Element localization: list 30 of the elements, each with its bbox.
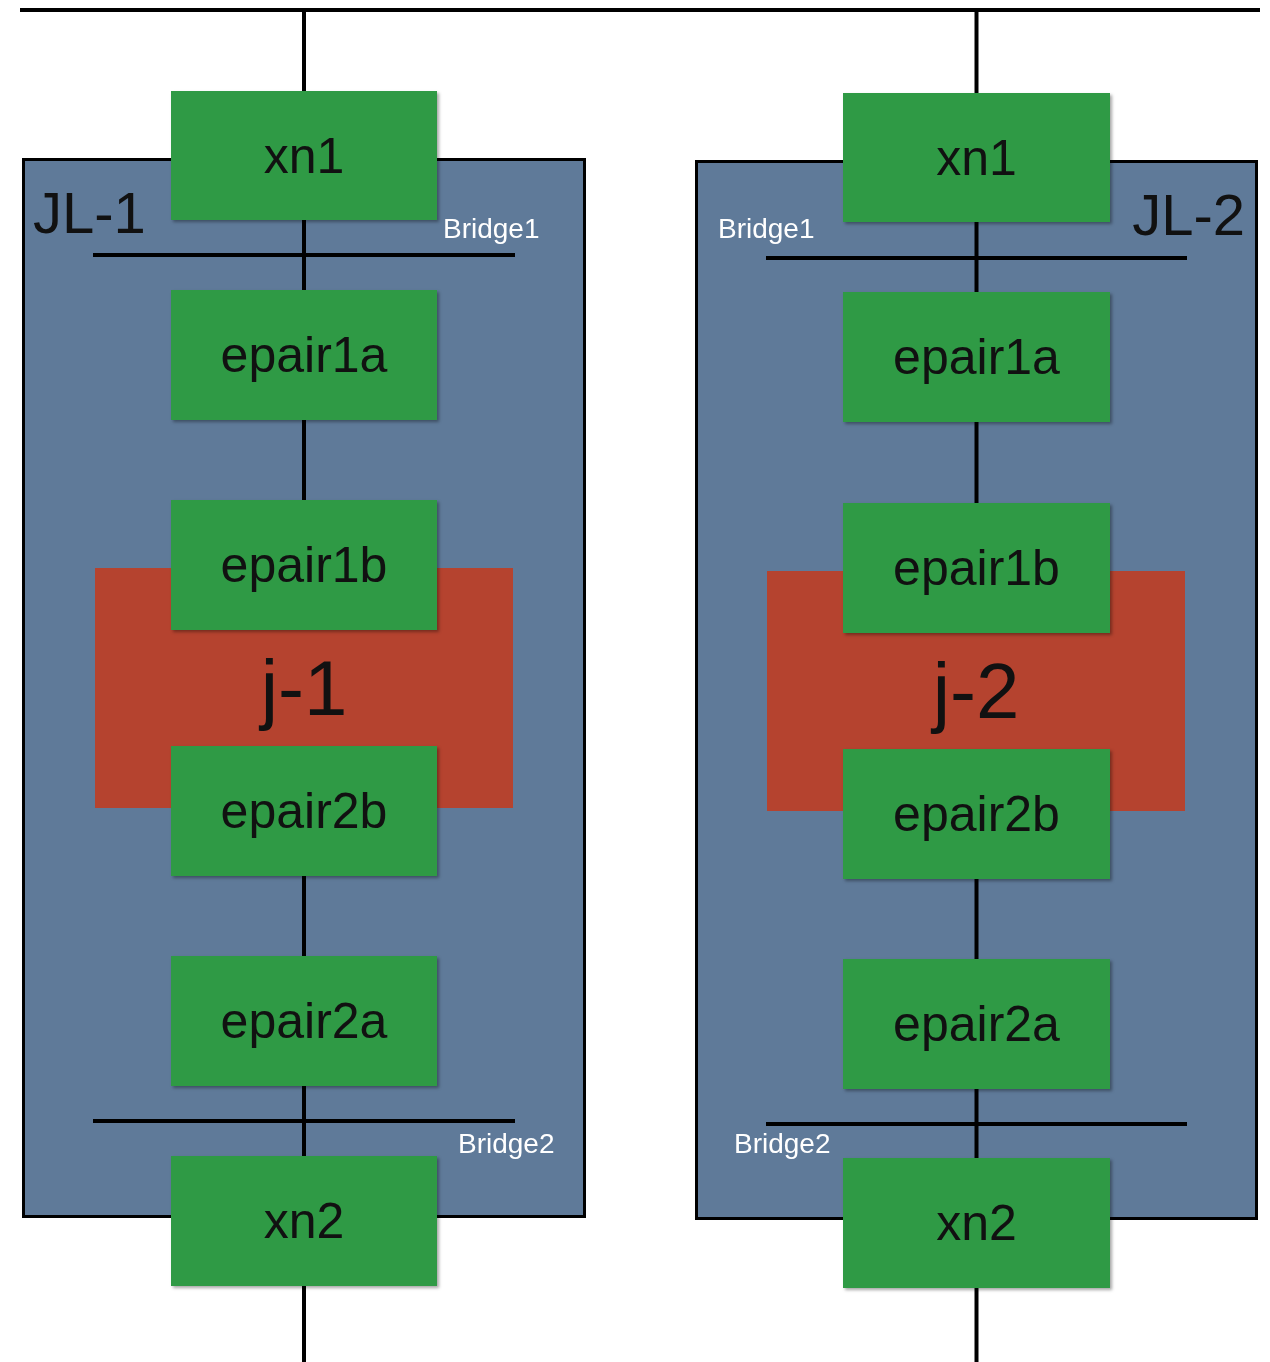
node-box: epair2a [171, 956, 437, 1086]
connector-line [302, 220, 306, 290]
connector-line [302, 1086, 306, 1156]
connector-line [302, 420, 306, 500]
connector-line [974, 1089, 979, 1158]
group-label: JL-2 [1132, 181, 1245, 248]
node-box: epair2b [843, 749, 1110, 879]
node-box: epair1a [843, 292, 1110, 422]
connector-line [974, 1288, 979, 1362]
connector-line [302, 1286, 306, 1362]
bridge-label: Bridge2 [734, 1128, 831, 1160]
bridge-label: Bridge1 [718, 213, 815, 245]
connector-line [974, 422, 979, 503]
bridge-label: Bridge2 [458, 1128, 555, 1160]
connector-line [974, 879, 979, 959]
node-box: epair1b [171, 500, 437, 630]
connector-line [974, 222, 979, 292]
node-box: epair1a [171, 290, 437, 420]
node-box: epair1b [843, 503, 1110, 633]
connector-line [974, 12, 979, 93]
group-label: JL-1 [33, 179, 146, 246]
connector-line [302, 12, 306, 91]
node-box: epair2a [843, 959, 1110, 1089]
connector-line [302, 876, 306, 956]
node-box: xn1 [843, 93, 1110, 222]
bridge-label: Bridge1 [443, 213, 540, 245]
node-box: epair2b [171, 746, 437, 876]
node-box: xn2 [171, 1156, 437, 1286]
node-box: xn2 [843, 1158, 1110, 1288]
node-box: xn1 [171, 91, 437, 220]
